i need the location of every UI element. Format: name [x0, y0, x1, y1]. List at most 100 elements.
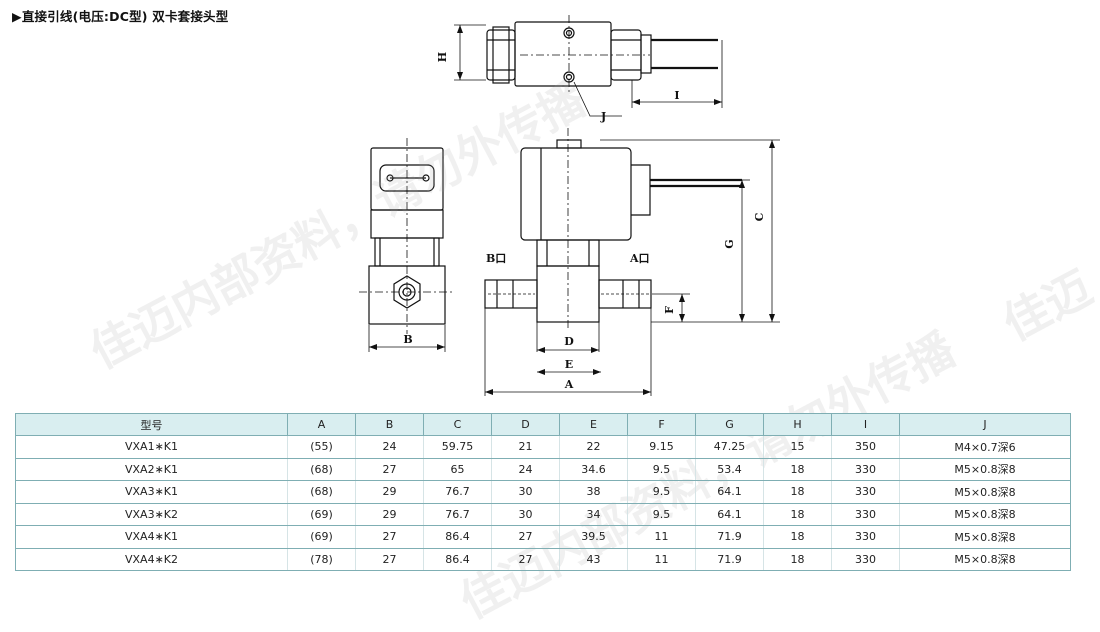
header-i: I [831, 413, 900, 436]
table-row: VXA4∗K2 (78) 27 86.4 27 43 11 71.9 18 33… [15, 548, 1071, 571]
label-e: E [565, 358, 573, 371]
cell-j: M4×0.7深6 [899, 435, 1071, 459]
cell-g: 47.25 [695, 435, 764, 459]
cell-d: 30 [491, 480, 560, 504]
label-port-a: A口 [629, 252, 650, 265]
cell-b: 29 [355, 503, 424, 526]
cell-e: 34.6 [559, 458, 628, 481]
header-c: C [423, 413, 492, 436]
header-g: G [695, 413, 764, 436]
cell-e: 22 [559, 435, 628, 459]
cell-model: VXA2∗K1 [15, 458, 288, 481]
cell-i: 330 [831, 525, 900, 549]
cell-b: 29 [355, 480, 424, 504]
cell-g: 71.9 [695, 525, 764, 549]
cell-f: 9.5 [627, 503, 696, 526]
cell-h: 18 [763, 458, 832, 481]
cell-g: 71.9 [695, 548, 764, 571]
cell-f: 11 [627, 525, 696, 549]
technical-drawing: H I J B C G F D E A B口 A口 [359, 15, 780, 396]
table-header-row: 型号 A B C D E F G H I J [15, 413, 1071, 436]
cell-f: 9.5 [627, 480, 696, 504]
header-d: D [491, 413, 560, 436]
cell-h: 18 [763, 548, 832, 571]
cell-a: (69) [287, 525, 356, 549]
label-f: F [663, 306, 676, 314]
cell-j: M5×0.8深8 [899, 548, 1071, 571]
cell-b: 27 [355, 458, 424, 481]
cell-h: 18 [763, 503, 832, 526]
cell-i: 330 [831, 458, 900, 481]
cell-d: 21 [491, 435, 560, 459]
cell-g: 53.4 [695, 458, 764, 481]
cell-c: 76.7 [423, 480, 492, 504]
cell-j: M5×0.8深8 [899, 480, 1071, 504]
table-row: VXA4∗K1 (69) 27 86.4 27 39.5 11 71.9 18 … [15, 525, 1071, 549]
top-view [454, 15, 723, 117]
cell-i: 330 [831, 503, 900, 526]
cell-g: 64.1 [695, 503, 764, 526]
cell-d: 27 [491, 525, 560, 549]
cell-a: (68) [287, 480, 356, 504]
cell-model: VXA4∗K2 [15, 548, 288, 571]
cell-c: 59.75 [423, 435, 492, 459]
cell-f: 11 [627, 548, 696, 571]
cell-d: 24 [491, 458, 560, 481]
cell-d: 27 [491, 548, 560, 571]
cell-a: (68) [287, 458, 356, 481]
cell-c: 86.4 [423, 525, 492, 549]
header-h: H [763, 413, 832, 436]
spec-table: 型号 A B C D E F G H I J VXA1∗K1 (55) 24 5… [15, 413, 1071, 571]
header-f: F [627, 413, 696, 436]
cell-e: 43 [559, 548, 628, 571]
table-row: VXA2∗K1 (68) 27 65 24 34.6 9.5 53.4 18 3… [15, 458, 1071, 481]
front-view [484, 128, 780, 396]
header-e: E [559, 413, 628, 436]
cell-model: VXA1∗K1 [15, 435, 288, 459]
cell-f: 9.15 [627, 435, 696, 459]
cell-e: 38 [559, 480, 628, 504]
table-row: VXA3∗K2 (69) 29 76.7 30 34 9.5 64.1 18 3… [15, 503, 1071, 526]
cell-a: (78) [287, 548, 356, 571]
cell-a: (69) [287, 503, 356, 526]
label-a: A [564, 378, 574, 391]
cell-i: 350 [831, 435, 900, 459]
label-b: B [403, 333, 412, 346]
cell-d: 30 [491, 503, 560, 526]
side-view [359, 138, 455, 352]
cell-g: 64.1 [695, 480, 764, 504]
label-d: D [564, 335, 574, 348]
label-j: J [600, 110, 606, 123]
label-i: I [674, 89, 679, 102]
cell-h: 18 [763, 525, 832, 549]
cell-f: 9.5 [627, 458, 696, 481]
cell-c: 65 [423, 458, 492, 481]
table-row: VXA3∗K1 (68) 29 76.7 30 38 9.5 64.1 18 3… [15, 480, 1071, 504]
table-row: VXA1∗K1 (55) 24 59.75 21 22 9.15 47.25 1… [15, 435, 1071, 459]
page-title: ▶直接引线(电压:DC型) 双卡套接头型 [12, 9, 229, 24]
header-model: 型号 [15, 413, 288, 436]
header-j: J [899, 413, 1071, 436]
cell-h: 18 [763, 480, 832, 504]
label-port-b: B口 [486, 252, 506, 265]
cell-e: 34 [559, 503, 628, 526]
label-g: G [723, 239, 736, 248]
cell-i: 330 [831, 548, 900, 571]
cell-a: (55) [287, 435, 356, 459]
cell-b: 27 [355, 548, 424, 571]
cell-b: 27 [355, 525, 424, 549]
cell-model: VXA3∗K1 [15, 480, 288, 504]
cell-b: 24 [355, 435, 424, 459]
label-c: C [753, 212, 766, 221]
cell-c: 86.4 [423, 548, 492, 571]
header-a: A [287, 413, 356, 436]
cell-i: 330 [831, 480, 900, 504]
cell-j: M5×0.8深8 [899, 503, 1071, 526]
header-b: B [355, 413, 424, 436]
cell-j: M5×0.8深8 [899, 525, 1071, 549]
cell-c: 76.7 [423, 503, 492, 526]
cell-model: VXA3∗K2 [15, 503, 288, 526]
cell-model: VXA4∗K1 [15, 525, 288, 549]
cell-e: 39.5 [559, 525, 628, 549]
label-h: H [436, 52, 449, 62]
